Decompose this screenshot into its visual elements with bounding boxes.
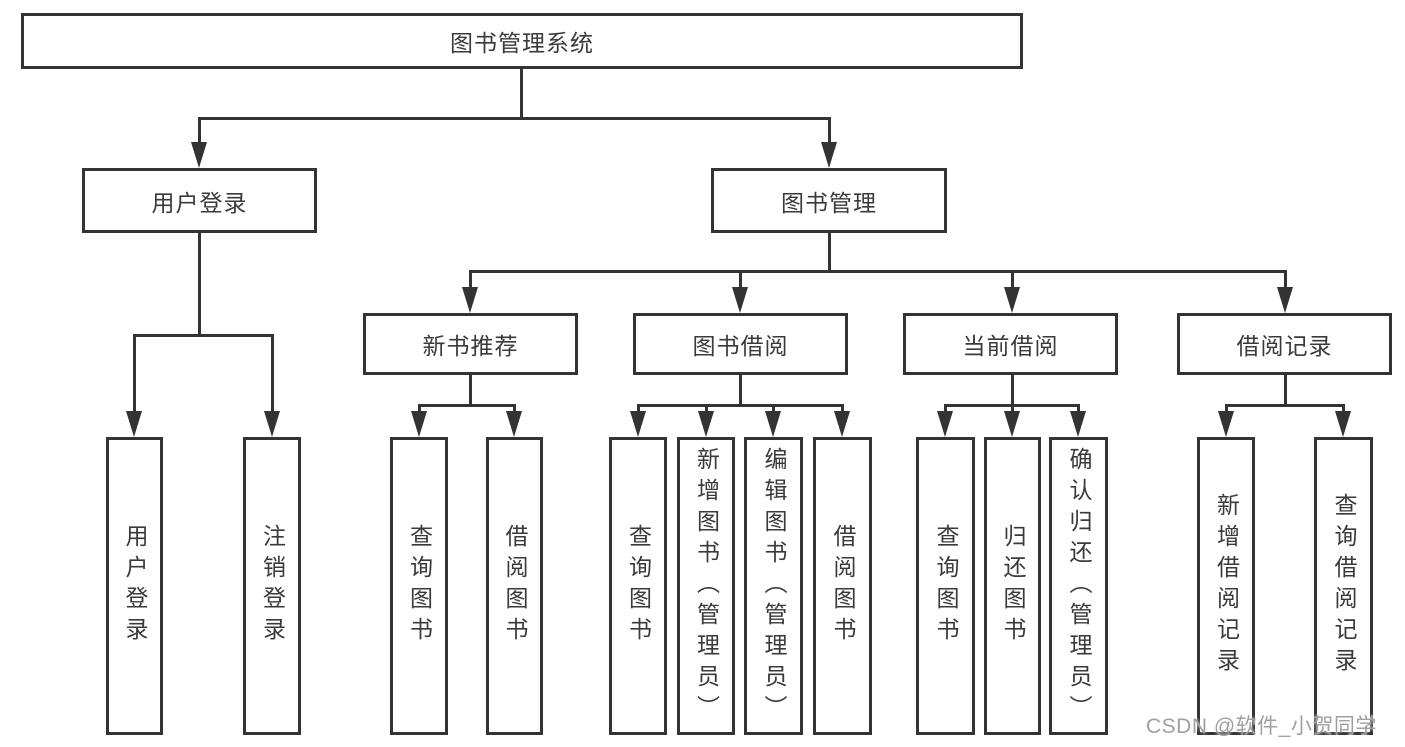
- node-user-login: 用户登录: [82, 168, 317, 233]
- arrowhead: [765, 411, 781, 437]
- arrowhead: [1335, 411, 1351, 437]
- connector-line: [828, 233, 831, 271]
- connector-line: [418, 404, 421, 414]
- connector-line: [1225, 404, 1345, 407]
- connector-line: [271, 334, 274, 414]
- connector-line: [739, 270, 742, 290]
- leaf-return-book: 归还图书: [984, 437, 1041, 735]
- connector-line: [198, 117, 831, 120]
- connector-line: [1011, 270, 1014, 290]
- node-label: 图书管理: [781, 189, 877, 216]
- connector-line: [198, 117, 201, 144]
- connector-line: [469, 375, 472, 405]
- arrowhead: [411, 411, 427, 437]
- arrowhead: [462, 287, 478, 313]
- leaf-add-book-admin: 新增图书（管理员）: [677, 437, 735, 735]
- connector-line: [841, 404, 844, 414]
- node-label: 用户登录: [151, 189, 248, 216]
- leaf-label: 用户登录: [122, 524, 148, 648]
- connector-line: [1342, 404, 1345, 414]
- connector-line: [1225, 404, 1228, 414]
- node-book-borrowing: 图书借阅: [633, 313, 848, 375]
- node-label: 借阅记录: [1236, 333, 1333, 359]
- arrowhead: [1277, 287, 1293, 313]
- leaf-label: 新增借阅记录: [1213, 493, 1240, 679]
- node-book-management: 图书管理: [711, 168, 947, 233]
- arrowhead: [264, 411, 280, 437]
- connector-line: [418, 404, 516, 407]
- leaf-borrow-books-recommend: 借阅图书: [486, 437, 543, 735]
- connector-line: [739, 375, 742, 405]
- node-label: 新书推荐: [422, 333, 519, 359]
- node-new-book-recommendation: 新书推荐: [363, 313, 578, 375]
- arrowhead: [834, 411, 850, 437]
- arrowhead: [506, 411, 522, 437]
- leaf-add-borrow-record: 新增借阅记录: [1197, 437, 1255, 735]
- arrowhead: [630, 411, 646, 437]
- leaf-label: 查询借阅记录: [1331, 493, 1357, 679]
- leaf-confirm-return-admin: 确认归还（管理员）: [1049, 437, 1108, 735]
- arrowhead: [732, 287, 748, 313]
- connector-line: [1011, 375, 1014, 405]
- connector-line: [133, 334, 136, 414]
- arrowhead: [821, 142, 837, 168]
- connector-line: [772, 404, 775, 414]
- node-label: 图书借阅: [692, 333, 789, 359]
- leaf-user-login: 用户登录: [106, 437, 163, 735]
- leaf-label: 借阅图书: [502, 524, 528, 648]
- connector-line: [1011, 404, 1014, 414]
- connector-line: [637, 404, 843, 407]
- connector-line: [828, 117, 831, 144]
- arrowhead: [1218, 411, 1234, 437]
- connector-line: [705, 404, 708, 414]
- connector-line: [513, 404, 516, 414]
- connector-line: [469, 270, 472, 290]
- leaf-logout: 注销登录: [243, 437, 301, 735]
- leaf-query-books-recommend: 查询图书: [390, 437, 448, 735]
- arrowhead: [698, 411, 714, 437]
- connector-line: [1077, 404, 1080, 414]
- connector-line: [1284, 375, 1287, 405]
- connector-line: [520, 69, 523, 118]
- leaf-label: 确认归还（管理员）: [1066, 446, 1092, 726]
- leaf-label: 查询图书: [625, 524, 652, 648]
- leaf-query-borrow-record: 查询借阅记录: [1314, 437, 1373, 735]
- leaf-label: 归还图书: [1000, 524, 1026, 648]
- node-borrowing-records: 借阅记录: [1177, 313, 1392, 375]
- node-current-borrowing: 当前借阅: [903, 313, 1118, 375]
- connector-line: [944, 404, 947, 414]
- node-label: 当前借阅: [962, 333, 1059, 359]
- connector-line: [133, 334, 274, 337]
- csdn-watermark: CSDN @软件_小贺同学: [1146, 715, 1377, 738]
- node-label: 图书管理系统: [450, 30, 594, 56]
- leaf-query-books-current: 查询图书: [916, 437, 975, 735]
- connector-line: [1284, 270, 1287, 290]
- connector-line: [198, 233, 201, 335]
- arrowhead: [1070, 411, 1086, 437]
- leaf-label: 借阅图书: [830, 524, 856, 648]
- connector-line: [637, 404, 640, 414]
- leaf-label: 编辑图书（管理员）: [761, 446, 787, 726]
- arrowhead: [191, 142, 207, 168]
- leaf-edit-book-admin: 编辑图书（管理员）: [744, 437, 803, 735]
- arrowhead: [126, 411, 142, 437]
- arrowhead: [1004, 287, 1020, 313]
- arrowhead: [937, 411, 953, 437]
- leaf-label: 查询图书: [933, 524, 959, 648]
- arrowhead: [1004, 411, 1020, 437]
- connector-line: [469, 270, 1286, 273]
- leaf-label: 查询图书: [406, 524, 433, 648]
- leaf-query-books-borrowing: 查询图书: [609, 437, 667, 735]
- node-library-management-system: 图书管理系统: [21, 13, 1023, 69]
- leaf-label: 注销登录: [259, 524, 286, 648]
- leaf-label: 新增图书（管理员）: [693, 446, 720, 726]
- leaf-borrow-books: 借阅图书: [813, 437, 872, 735]
